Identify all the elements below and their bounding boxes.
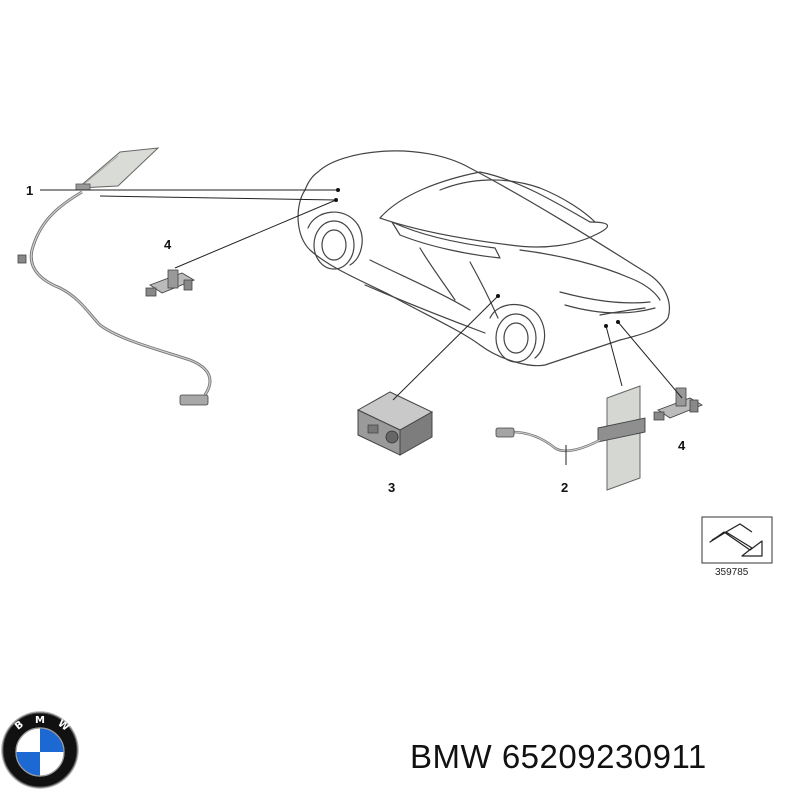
caption-part-number: 65209230911 — [501, 738, 707, 775]
bmw-logo: B M W — [1, 711, 79, 789]
reference-box — [701, 516, 773, 564]
car-outline — [297, 150, 671, 367]
leader-dots — [334, 188, 620, 328]
part-2-cable-panel — [495, 385, 646, 491]
leader-lines — [40, 189, 683, 465]
part-1-antenna — [17, 147, 212, 406]
callout-4-upper: 4 — [164, 237, 172, 252]
part-caption: BMW 65209230911 — [410, 738, 707, 776]
part-3-module — [356, 391, 434, 456]
caption-brand: BMW — [410, 738, 493, 775]
car-wheels — [313, 220, 537, 363]
callout-3: 3 — [388, 480, 395, 495]
part-4-bracket-upper — [145, 269, 196, 297]
callout-4-lower: 4 — [678, 438, 686, 453]
logo-letter-w: W — [55, 718, 70, 733]
callout-2: 2 — [561, 480, 568, 495]
logo-letter-m: M — [35, 715, 45, 726]
reference-number: 359785 — [715, 567, 749, 578]
callout-1: 1 — [26, 183, 33, 198]
